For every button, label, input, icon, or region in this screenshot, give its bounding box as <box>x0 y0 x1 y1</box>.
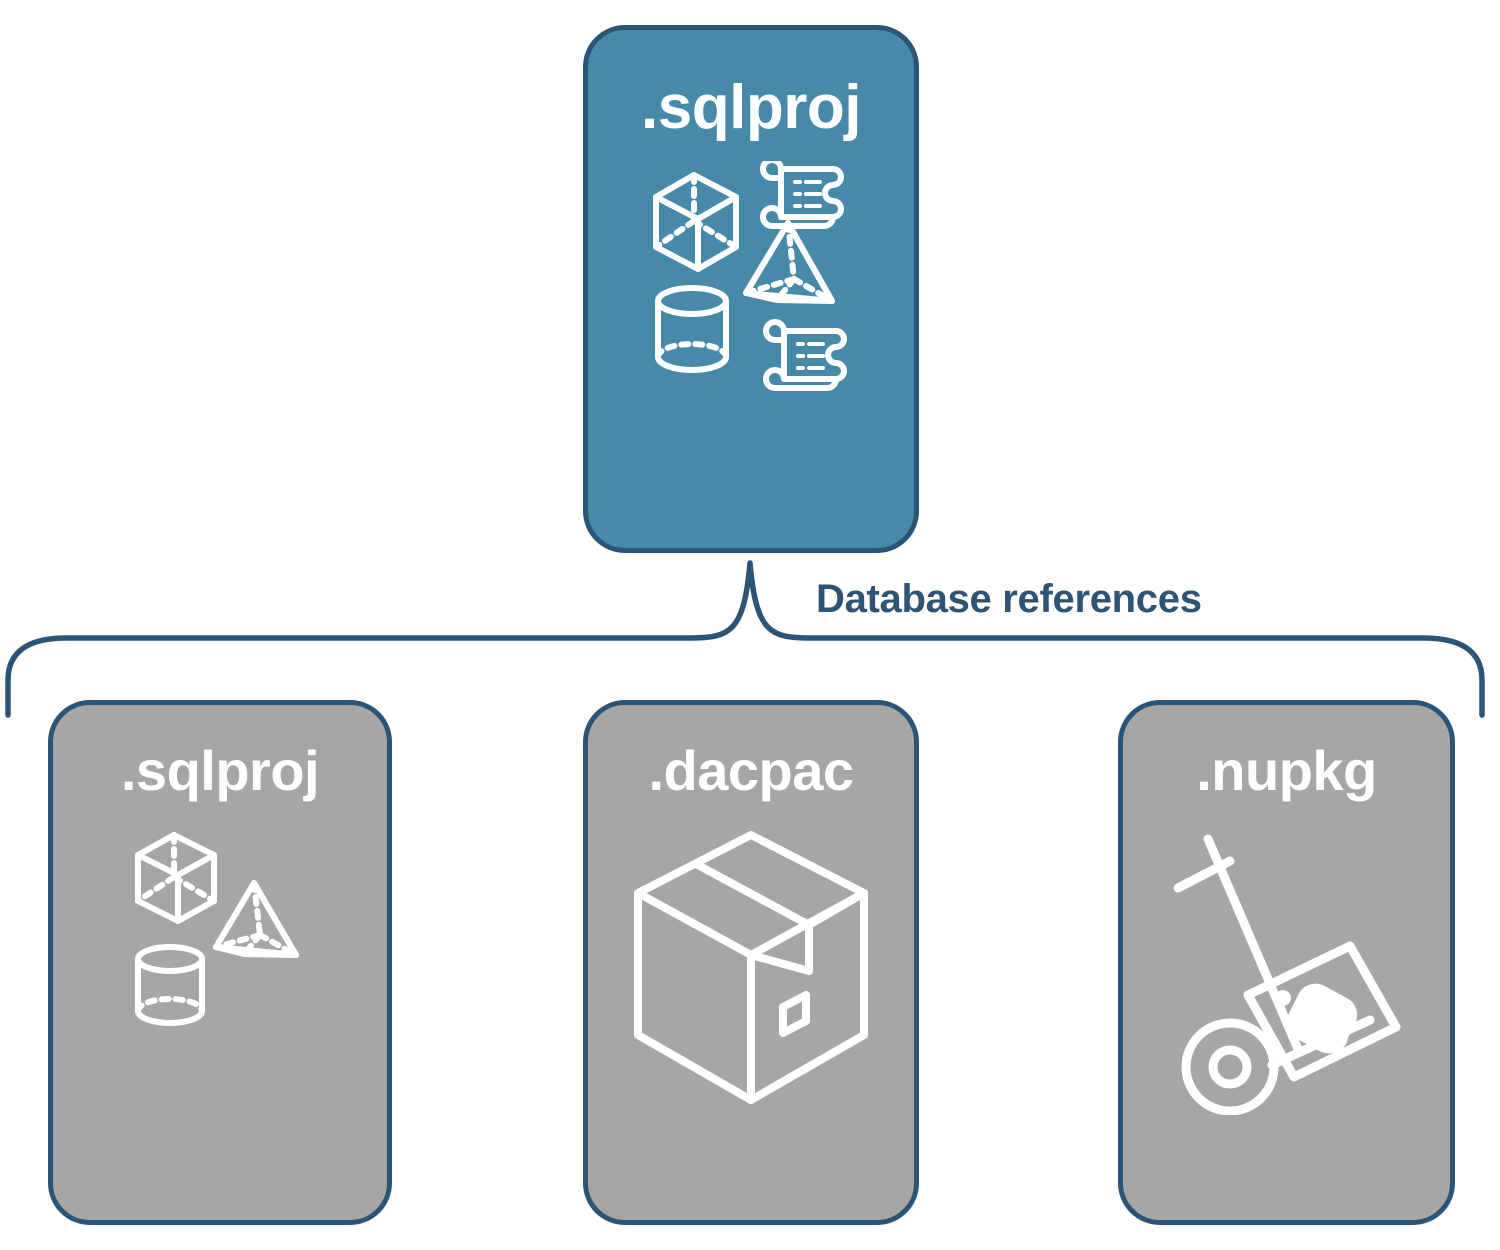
script-scroll-icon <box>760 157 844 229</box>
database-objects-illustration <box>653 157 847 391</box>
script-scroll-icon <box>763 319 847 391</box>
node-title: .sqlproj <box>641 73 861 142</box>
package-box-icon <box>634 831 868 1104</box>
hand-truck-nuget-icon <box>1173 834 1400 1116</box>
connector-label: Database references <box>816 577 1202 621</box>
cube-icon <box>135 832 217 924</box>
node-nupkg-reference[interactable]: .nupkg <box>1118 700 1455 1225</box>
node-title: .sqlproj <box>120 739 320 802</box>
pyramid-icon <box>213 880 299 958</box>
cylinder-icon <box>655 285 729 373</box>
icon-group-database-objects <box>636 157 866 446</box>
node-title: .dacpac <box>648 739 854 802</box>
pyramid-icon <box>743 220 835 304</box>
icon-group-database-objects <box>120 825 320 1050</box>
node-sqlproj-reference[interactable]: .sqlproj <box>48 700 392 1225</box>
cylinder-icon <box>135 944 205 1026</box>
database-objects-illustration <box>135 832 299 1026</box>
node-sqlproj-primary[interactable]: .sqlproj <box>583 25 919 553</box>
icon-group-package <box>626 825 876 1115</box>
node-dacpac-reference[interactable]: .dacpac <box>583 700 919 1225</box>
icon-group-delivery <box>1162 825 1412 1120</box>
node-title: .nupkg <box>1196 739 1377 802</box>
cube-icon <box>653 172 739 272</box>
